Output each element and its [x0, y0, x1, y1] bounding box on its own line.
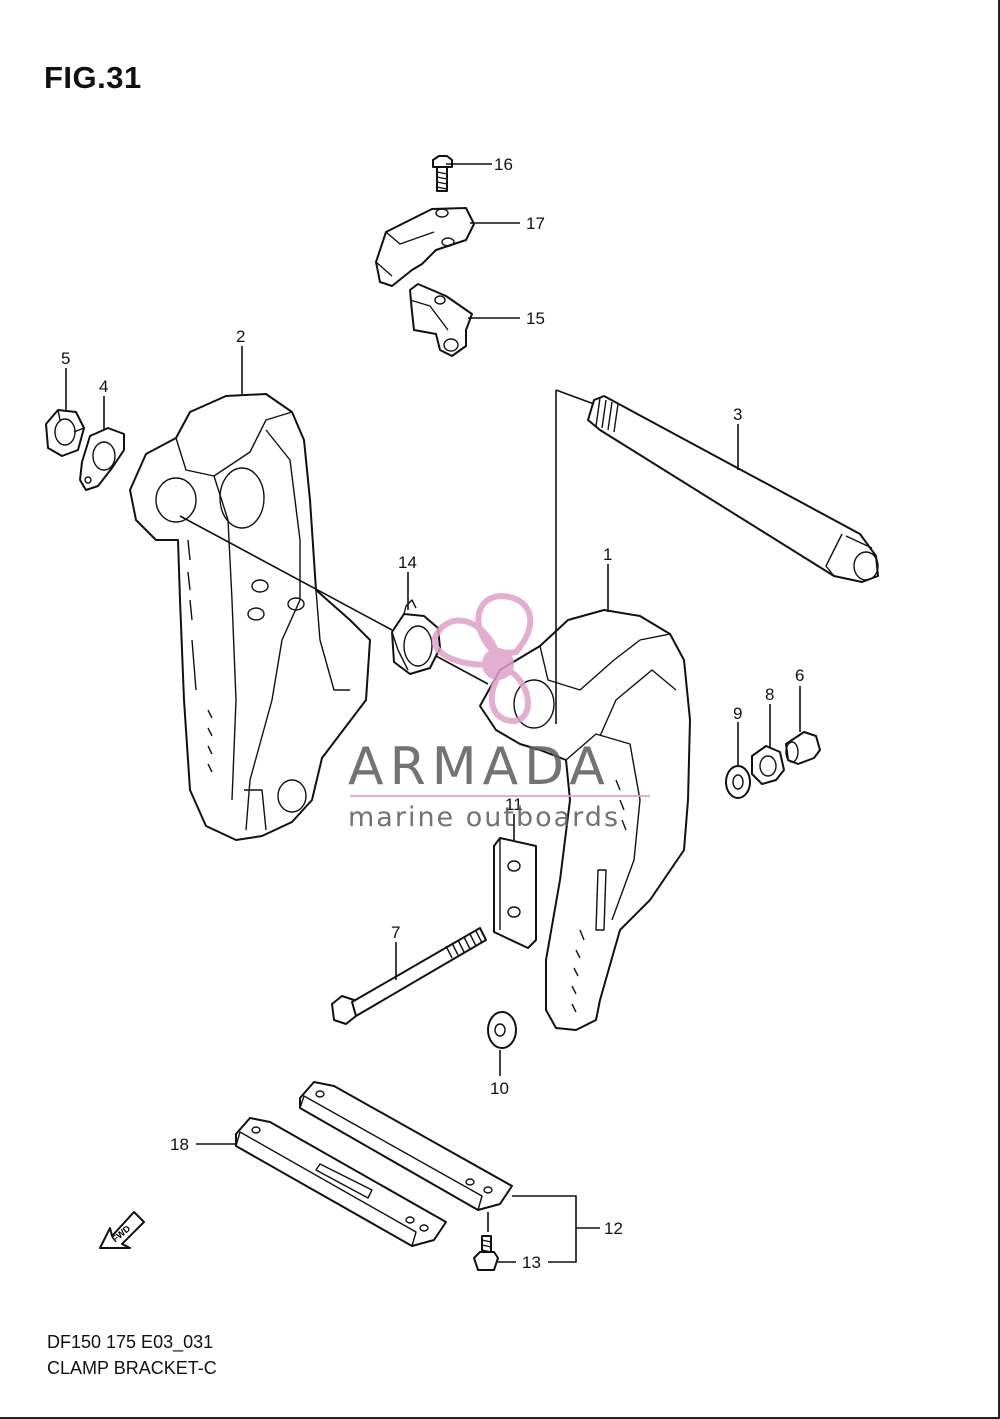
part-3-tilt-tube[interactable] [587, 395, 879, 583]
propeller-logo-icon [431, 592, 534, 725]
callout-labels: 16 17 15 5 4 2 3 1 14 6 8 9 11 7 10 18 1… [61, 155, 804, 1272]
fwd-arrow-icon: FWD [99, 1211, 145, 1249]
part-8-nut[interactable] [751, 745, 785, 785]
part-7-bolt[interactable] [331, 927, 487, 1025]
figure-title: FIG.31 [44, 60, 142, 95]
callout-7: 7 [391, 923, 400, 942]
callout-3: 3 [733, 405, 742, 424]
callout-1: 1 [603, 545, 612, 564]
callout-4: 4 [99, 377, 108, 396]
part-15-plate[interactable] [409, 283, 473, 357]
callout-8: 8 [765, 685, 774, 704]
callout-2: 2 [236, 327, 245, 346]
callout-12: 12 [604, 1219, 623, 1238]
callout-15: 15 [526, 309, 545, 328]
part-16-bolt[interactable] [432, 155, 453, 192]
callout-16: 16 [494, 155, 513, 174]
footer-model-code: DF150 175 E03_031 [47, 1332, 214, 1352]
callout-17: 17 [526, 214, 545, 233]
footer-diagram-name: CLAMP BRACKET-C [47, 1358, 217, 1378]
callout-6: 6 [795, 666, 804, 685]
watermark-tagline: marine outboards [348, 802, 620, 833]
callout-10: 10 [490, 1079, 509, 1098]
callout-5: 5 [61, 349, 70, 368]
part-2-clamp-bracket-left[interactable] [129, 393, 371, 841]
part-18-spacer[interactable] [235, 1117, 447, 1247]
part-6-collar[interactable] [785, 731, 821, 765]
callout-18: 18 [170, 1135, 189, 1154]
part-13-bolt[interactable] [473, 1235, 499, 1271]
part-9-washer[interactable] [725, 765, 751, 799]
callout-14: 14 [398, 553, 417, 572]
part-10-washer[interactable] [487, 1011, 517, 1049]
callout-13: 13 [522, 1253, 541, 1272]
part-5-nut[interactable] [45, 409, 85, 457]
part-11-plate[interactable] [493, 837, 537, 949]
part-17-plate[interactable] [375, 207, 475, 287]
callout-11: 11 [505, 795, 523, 814]
watermark-brand: ARMADA [348, 737, 611, 797]
part-1-clamp-bracket-right[interactable] [479, 609, 691, 1031]
part-4-gasket[interactable] [79, 427, 125, 491]
callout-9: 9 [733, 704, 742, 723]
watermark: ARMADA marine outboards [348, 592, 650, 833]
part-12-spacer[interactable] [299, 1081, 513, 1211]
leader-lines [65, 163, 801, 1263]
